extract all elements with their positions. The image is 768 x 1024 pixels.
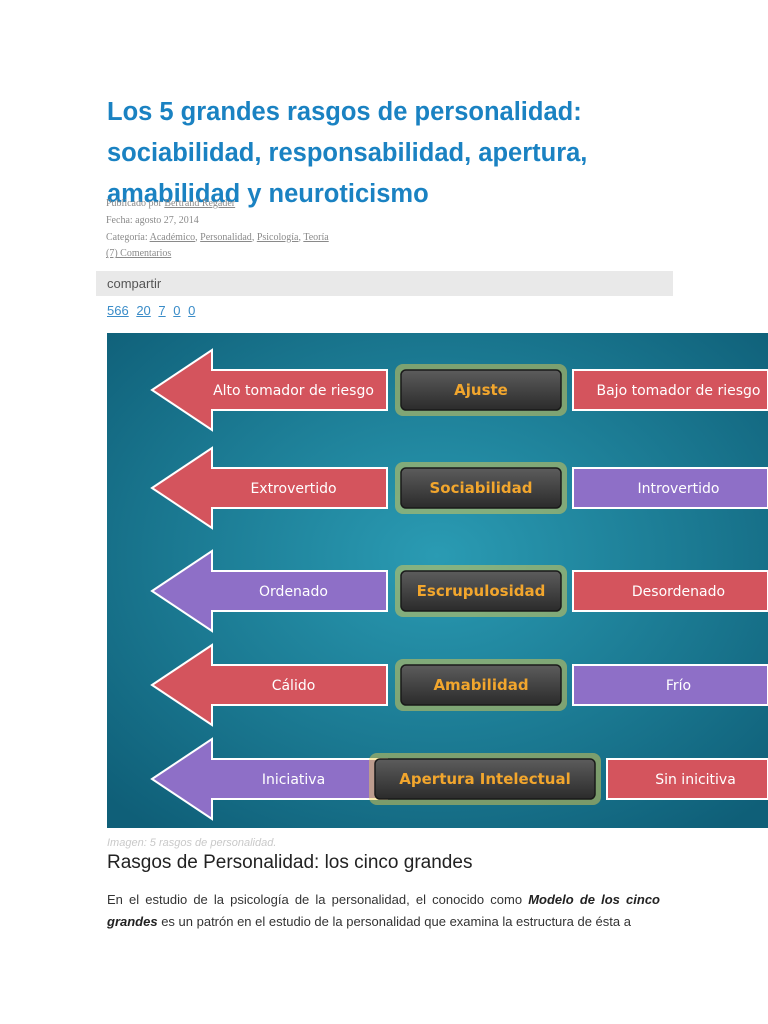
section-heading: Rasgos de Personalidad: los cinco grande… bbox=[107, 852, 473, 873]
trait-dimension-label: Apertura Intelectual bbox=[399, 770, 570, 788]
share-bar: compartir bbox=[96, 271, 673, 296]
left-arrow bbox=[150, 348, 388, 432]
share-count-linkedin[interactable]: 0 bbox=[173, 303, 181, 318]
intro-paragraph: En el estudio de la psicología de la per… bbox=[107, 889, 660, 933]
center-box bbox=[400, 664, 562, 706]
share-label[interactable]: compartir bbox=[107, 276, 162, 291]
left-trait-label: Iniciativa bbox=[262, 772, 325, 788]
trait-dimension-label: Sociabilidad bbox=[429, 479, 532, 497]
date-line: Fecha: agosto 27, 2014 bbox=[106, 214, 199, 226]
right-bar bbox=[572, 467, 768, 509]
comments-link[interactable]: (7) Comentarios bbox=[106, 248, 172, 260]
trait-row: Cálido Frío Amabilidad bbox=[150, 643, 768, 727]
article-meta: Publicado por Bertrand Regader Fecha: ag… bbox=[106, 196, 329, 263]
trait-dimension-label: Ajuste bbox=[454, 381, 508, 399]
article-title: Los 5 grandes rasgos de personalidad: so… bbox=[107, 98, 588, 208]
trait-row: Alto tomador de riesgo Bajo tomador de ri… bbox=[150, 348, 768, 432]
right-trait-label: Introvertido bbox=[638, 481, 720, 497]
share-count-pinterest[interactable]: 0 bbox=[188, 303, 196, 318]
category-link-teoria[interactable]: Teoría bbox=[303, 231, 329, 243]
left-arrow bbox=[150, 549, 388, 633]
share-counts: 566 20 7 0 0 bbox=[107, 303, 199, 318]
paragraph-emphasis: Modelo de los cinco grandes bbox=[107, 892, 660, 929]
share-count-facebook[interactable]: 566 bbox=[107, 303, 129, 318]
left-arrow bbox=[150, 643, 388, 727]
author-link[interactable]: Bertrand Regader bbox=[164, 198, 236, 209]
category-label: Categoría: bbox=[106, 231, 148, 243]
center-box bbox=[400, 467, 562, 509]
center-box bbox=[374, 758, 596, 800]
trait-row: Iniciativa Sin inicitiva Apertura Intelect… bbox=[150, 737, 768, 821]
right-trait-label: Bajo tomador de riesgo bbox=[597, 383, 761, 399]
category-link-academico[interactable]: Académico bbox=[149, 231, 196, 243]
author-line: Publicado por Bertrand Regader bbox=[106, 196, 329, 213]
personality-traits-infographic: Alto tomador de riesgo Bajo tomador de ri… bbox=[107, 333, 768, 828]
published-by-label: Publicado por bbox=[106, 198, 162, 209]
right-bar bbox=[606, 758, 768, 800]
infographic-svg: Alto tomador de riesgo Bajo tomador de ri… bbox=[107, 333, 768, 828]
paragraph-text-after: es un patrón en el estudio de la persona… bbox=[157, 914, 631, 929]
category-link-personalidad[interactable]: Personalidad bbox=[200, 231, 252, 243]
category-line: Categoría: Académico, Personalidad, Psic… bbox=[106, 231, 329, 243]
right-trait-label: Desordenado bbox=[632, 584, 725, 600]
center-box bbox=[400, 570, 562, 612]
left-trait-label: Cálido bbox=[272, 678, 316, 694]
trait-dimension-label: Amabilidad bbox=[433, 676, 528, 694]
image-caption: Imagen: 5 rasgos de personalidad. bbox=[107, 837, 277, 849]
right-trait-label: Sin inicitiva bbox=[655, 772, 736, 788]
left-trait-label: Alto tomador de riesgo bbox=[213, 383, 374, 399]
paragraph-text-before: En el estudio de la psicología de la per… bbox=[107, 892, 529, 907]
center-box bbox=[400, 369, 562, 411]
trait-row: Ordenado Desordenado Escrupulosidad bbox=[150, 549, 768, 633]
share-count-twitter[interactable]: 20 bbox=[136, 303, 151, 318]
left-arrow bbox=[150, 446, 388, 530]
share-count-google[interactable]: 7 bbox=[158, 303, 166, 318]
trait-row: Extrovertido Introvertido Sociabilidad bbox=[150, 446, 768, 530]
right-bar bbox=[572, 369, 768, 411]
right-bar bbox=[572, 664, 768, 706]
right-bar bbox=[572, 570, 768, 612]
right-trait-label: Frío bbox=[666, 678, 691, 694]
left-trait-label: Extrovertido bbox=[250, 481, 336, 497]
category-link-psicologia[interactable]: Psicología bbox=[256, 231, 299, 243]
trait-dimension-label: Escrupulosidad bbox=[417, 582, 546, 600]
left-trait-label: Ordenado bbox=[259, 584, 328, 600]
